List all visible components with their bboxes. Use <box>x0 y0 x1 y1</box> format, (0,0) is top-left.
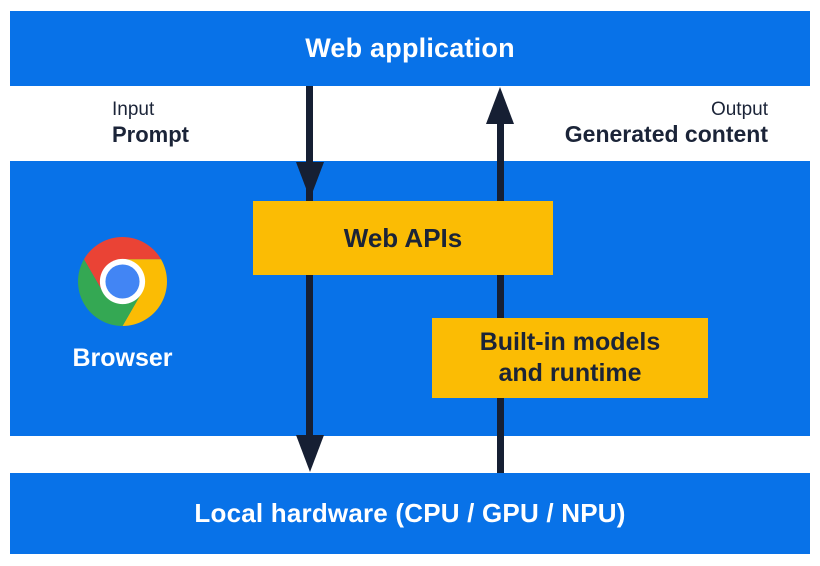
output-arrow-line <box>497 118 504 473</box>
builtin-models-line1: Built-in models <box>479 328 661 356</box>
prompt-label: Prompt <box>112 122 189 147</box>
input-arrowhead-to-hardware <box>296 435 324 472</box>
web-application-bar: Web application <box>10 11 810 86</box>
browser-label: Browser <box>72 344 173 372</box>
local-hardware-label: Local hardware (CPU / GPU / NPU) <box>194 498 626 528</box>
output-arrowhead-to-web-app <box>486 87 514 124</box>
web-application-label: Web application <box>305 33 515 63</box>
web-apis-label: Web APIs <box>343 222 463 253</box>
output-title: Output <box>710 99 768 120</box>
builtin-models-box: Built-in models and runtime <box>432 318 708 398</box>
input-title: Input <box>112 99 155 120</box>
generated-content-label: Generated content <box>564 121 768 147</box>
output-label-group: Output Generated content <box>565 98 768 148</box>
web-apis-box: Web APIs <box>253 201 553 275</box>
input-label-group: Input Prompt <box>112 98 189 148</box>
input-arrowhead-to-web-apis <box>296 162 324 199</box>
builtin-models-line2: and runtime <box>498 359 642 387</box>
chrome-browser-logo-icon <box>78 237 167 326</box>
local-hardware-bar: Local hardware (CPU / GPU / NPU) <box>10 473 810 554</box>
